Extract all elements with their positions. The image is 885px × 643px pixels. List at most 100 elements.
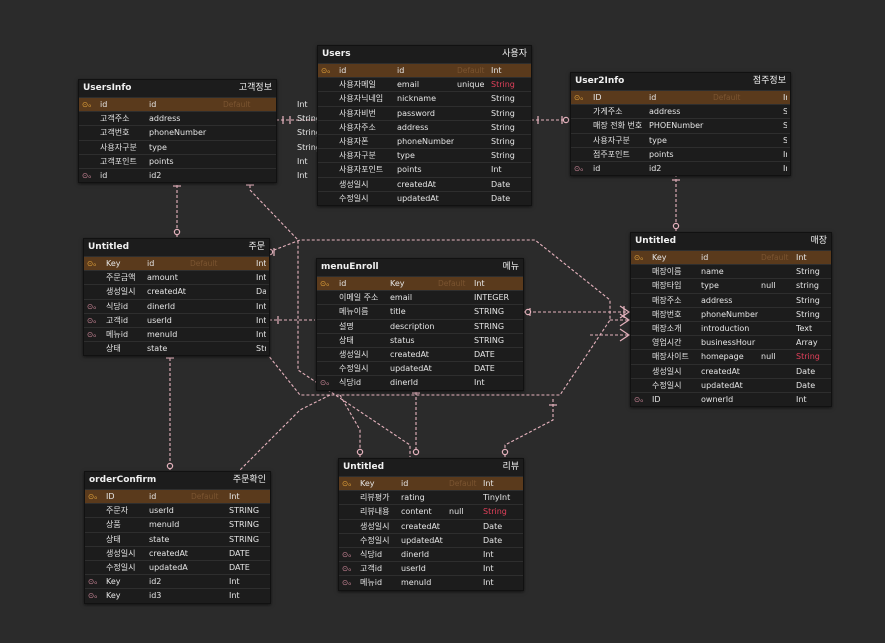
column-type: String — [297, 128, 321, 138]
column-row[interactable]: 사용자구분typeSTRING — [571, 132, 790, 147]
link-store-review[interactable] — [504, 399, 554, 457]
column-row[interactable]: 점주포인트pointsInt — [571, 146, 790, 161]
column-row[interactable]: 상태stateString — [84, 341, 269, 355]
link-menu-confirm[interactable] — [239, 394, 331, 471]
primary-key-icon: ⊙ₒ — [321, 66, 331, 75]
entity-2[interactable]: User2Info점주정보⊙ₒIDidDefaultInt가게주소address… — [570, 72, 791, 177]
entity-title: Untitled — [343, 462, 385, 472]
column-label: 식당id — [339, 378, 362, 388]
column-field: homepage — [701, 352, 744, 362]
column-type: DATE — [229, 548, 250, 558]
column-type: STRING — [474, 321, 505, 331]
column-type: String — [491, 151, 515, 161]
column-label: 설명 — [339, 321, 354, 331]
foreign-key-icon: ⊙ₒ — [87, 315, 97, 325]
relation-many-marker — [619, 305, 631, 319]
link-menu-review-2[interactable] — [339, 394, 361, 457]
relation-many-marker — [619, 313, 631, 327]
column-row[interactable]: 매장 전화 번호PHOENumberSTRING — [571, 118, 790, 132]
column-type: STRING — [783, 121, 787, 131]
column-field: introduction — [701, 323, 750, 333]
entity-title: Untitled — [88, 242, 130, 252]
column-label: 사용자폰 — [339, 136, 369, 146]
column-row[interactable]: 가게주소addressSTRING — [571, 104, 790, 118]
foreign-key-icon: ⊙ₒ — [342, 549, 352, 559]
